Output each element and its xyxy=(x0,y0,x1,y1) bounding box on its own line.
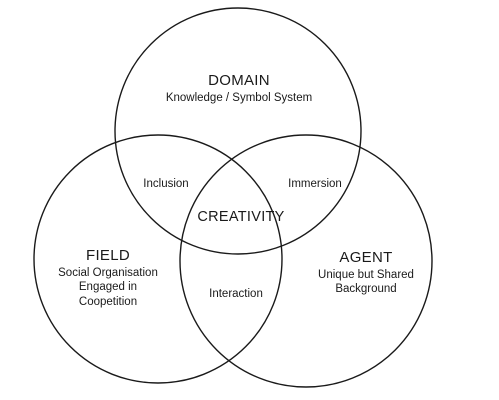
interaction-label: Interaction xyxy=(209,288,263,300)
field-title: FIELD xyxy=(85,247,130,264)
agent-label: AGENT Unique but Shared Background xyxy=(296,249,436,297)
agent-circle xyxy=(179,134,433,388)
field-description-line-3: Coopetition xyxy=(78,295,138,308)
domain-description-line-1: Knowledge / Symbol System xyxy=(165,91,313,104)
field-label: FIELD Social Organisation Engaged in Coo… xyxy=(40,247,176,309)
field-description-line-1: Social Organisation xyxy=(58,266,158,279)
field-circle xyxy=(33,134,283,384)
immersion-label: Immersion xyxy=(288,178,342,190)
domain-circle xyxy=(114,7,362,255)
inclusion-label: Inclusion xyxy=(143,178,189,190)
domain-label: DOMAIN Knowledge / Symbol System xyxy=(139,72,339,105)
agent-description-line-1: Unique but Shared xyxy=(318,268,414,281)
agent-title: AGENT xyxy=(339,249,393,266)
domain-title: DOMAIN xyxy=(208,72,270,89)
field-description-line-2: Engaged in xyxy=(78,281,138,294)
agent-description-line-2: Background xyxy=(335,283,397,296)
creativity-label: CREATIVITY xyxy=(197,209,285,225)
